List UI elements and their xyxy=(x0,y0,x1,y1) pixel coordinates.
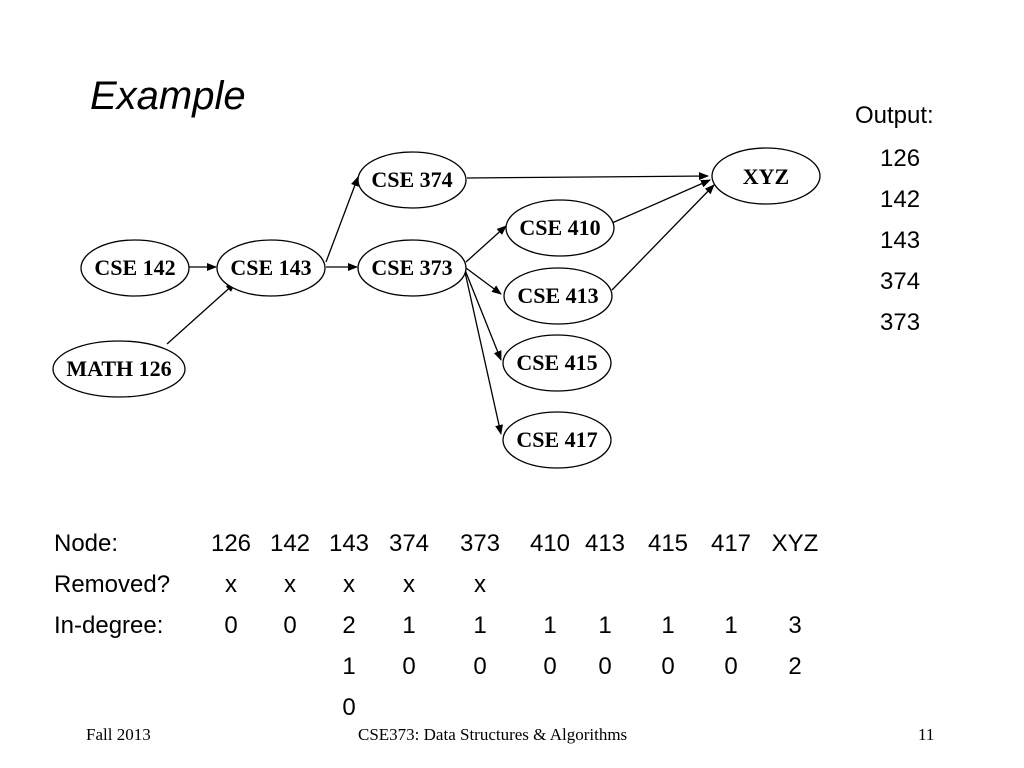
node-cse374: CSE 374 xyxy=(357,151,467,209)
removed-cell: x xyxy=(284,571,296,598)
indegree-cell: 3 xyxy=(788,612,802,639)
edge-cse410-xyz xyxy=(611,179,711,224)
node-cse143: CSE 143 xyxy=(216,239,326,297)
output-item: 126 xyxy=(880,145,921,172)
output-label: Output: xyxy=(855,102,934,129)
removed-cell: x xyxy=(343,571,355,598)
removed-cell: x xyxy=(474,571,486,598)
output-item: 142 xyxy=(880,186,921,213)
footer-course: CSE373: Data Structures & Algorithms xyxy=(358,725,628,744)
indegree-update-cell: 0 xyxy=(661,653,675,680)
edges xyxy=(166,172,715,435)
node-cell: 415 xyxy=(647,530,689,557)
node-label: CSE 413 xyxy=(517,283,598,308)
removed-cell: x xyxy=(225,571,237,598)
indegree-cell: 1 xyxy=(598,612,612,639)
indegree-cell: 1 xyxy=(724,612,738,639)
output-item: 374 xyxy=(880,268,921,295)
edge-cse374-xyz xyxy=(466,172,709,181)
node-row-label: Node: xyxy=(54,530,119,557)
edge-math126-cse143 xyxy=(166,282,236,345)
node-cell: 373 xyxy=(459,530,501,557)
node-cse142: CSE 142 xyxy=(80,239,190,297)
node-cse417: CSE 417 xyxy=(502,411,612,469)
slide-title: Example xyxy=(90,74,246,118)
indegree-cell: 2 xyxy=(342,612,356,639)
indegree-cell: 1 xyxy=(661,612,675,639)
indegree-update-cell: 0 xyxy=(724,653,738,680)
node-label: CSE 373 xyxy=(371,255,452,280)
indegree-update-cell: 0 xyxy=(473,653,487,680)
indegree-cell: 1 xyxy=(543,612,557,639)
node-label: CSE 410 xyxy=(519,215,600,240)
output-item: 373 xyxy=(880,309,921,336)
node-cse373: CSE 373 xyxy=(357,239,467,297)
node-label: CSE 417 xyxy=(516,427,597,452)
node-label: CSE 374 xyxy=(371,167,452,192)
edge-cse143-cse374 xyxy=(325,176,359,263)
edge-cse373-cse413 xyxy=(465,267,502,295)
edge-cse373-cse415 xyxy=(464,269,502,361)
indegree-update-cell: 0 xyxy=(598,653,612,680)
node-cell: 142 xyxy=(269,530,311,557)
node-cell: XYZ xyxy=(771,530,819,557)
footer-page-number: 11 xyxy=(918,725,935,744)
node-label: CSE 415 xyxy=(516,350,597,375)
edge-cse413-xyz xyxy=(611,184,715,291)
indegree-update-cell: 2 xyxy=(788,653,802,680)
node-math126: MATH 126 xyxy=(52,340,186,398)
indegree-cell: 0 xyxy=(283,612,297,639)
node-cell: 413 xyxy=(584,530,626,557)
node-label: XYZ xyxy=(743,164,789,189)
indegree-update-cell: 0 xyxy=(543,653,557,680)
node-xyz: XYZ xyxy=(711,147,821,205)
indegree-update-cell: 0 xyxy=(342,694,356,721)
node-label: CSE 142 xyxy=(94,255,175,280)
edge-cse373-cse417 xyxy=(464,271,503,435)
node-cse415: CSE 415 xyxy=(502,334,612,392)
dependency-graph: CSE 374 XYZ CSE 410 CSE 142 CSE 143 CSE … xyxy=(52,147,821,469)
node-cell: 143 xyxy=(328,530,370,557)
node-cell: 374 xyxy=(388,530,430,557)
node-cell: 126 xyxy=(210,530,252,557)
output-item: 143 xyxy=(880,227,921,254)
footer-term: Fall 2013 xyxy=(86,725,151,744)
removed-row-label: Removed? xyxy=(54,571,171,598)
node-cell: 417 xyxy=(710,530,752,557)
indegree-cell: 1 xyxy=(402,612,416,639)
indegree-row-label: In-degree: xyxy=(54,612,164,639)
node-label: MATH 126 xyxy=(66,356,171,381)
indegree-update-cell: 1 xyxy=(342,653,356,680)
indegree-cell: 1 xyxy=(473,612,487,639)
node-cse410: CSE 410 xyxy=(505,199,615,257)
node-label: CSE 143 xyxy=(230,255,311,280)
removed-cell: x xyxy=(403,571,415,598)
node-cell: 410 xyxy=(529,530,571,557)
node-cse413: CSE 413 xyxy=(503,267,613,325)
indegree-update-cell: 0 xyxy=(402,653,416,680)
edge-cse373-cse410 xyxy=(465,225,507,263)
indegree-cell: 0 xyxy=(224,612,238,639)
